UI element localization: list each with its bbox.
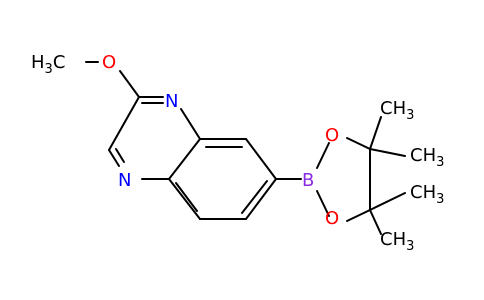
boron-label: B	[302, 170, 314, 191]
bond-oxygen-c2	[119, 70, 140, 98]
methoxy-methyl-label: H3C	[31, 52, 65, 77]
bond-o-upper-c	[346, 137, 371, 150]
methyl-label-bottom: CH3	[380, 229, 414, 254]
bond-c-lower-methyl-right	[369, 192, 406, 211]
methyl-bottom-main: CH	[380, 229, 406, 250]
bond-c2-c3	[108, 96, 140, 151]
bond-c7-c6-inner	[241, 180, 268, 214]
methyl-label-top: CH3	[380, 98, 414, 123]
bond-c5-c4a	[168, 178, 201, 220]
bond-boron-o-lower	[316, 190, 330, 217]
methoxy-oxygen-label: O	[102, 52, 116, 73]
methoxy-h: H	[31, 52, 45, 73]
oxygen-lower-label: O	[325, 208, 339, 229]
bond-layer	[85, 61, 406, 235]
methyl-upper-right-main: CH	[410, 145, 436, 166]
methoxy-h-subscript: 3	[45, 62, 53, 77]
methoxy-c: C	[53, 52, 66, 73]
methyl-bottom-subscript: 3	[406, 239, 414, 254]
bond-c-upper-methyl-up	[369, 116, 382, 150]
nitrogen-upper-label: N	[165, 91, 178, 112]
bond-c8a-c4a	[168, 138, 201, 180]
methyl-lower-right-main: CH	[410, 182, 436, 203]
methyl-lower-right-subscript: 3	[436, 192, 444, 207]
bond-c-upper-methyl-right	[369, 148, 406, 157]
label-layer: H3C O N N B O O CH3 CH3 CH3 CH3	[31, 52, 444, 254]
bond-c7-c6	[245, 178, 277, 220]
bond-c8-c7	[245, 138, 277, 180]
methyl-label-upper-right: CH3	[410, 145, 444, 170]
bond-c-lower-methyl-down	[369, 209, 382, 235]
bond-c3-n4-double	[115, 148, 125, 163]
methyl-top-subscript: 3	[406, 108, 414, 123]
oxygen-upper-label: O	[325, 125, 339, 146]
bond-o-lower-c	[346, 209, 371, 222]
bond-n1-c8a	[180, 108, 201, 140]
bond-boron-o-upper	[316, 142, 330, 169]
methyl-top-main: CH	[380, 98, 406, 119]
methyl-upper-right-subscript: 3	[436, 155, 444, 170]
nitrogen-lower-label: N	[118, 170, 131, 191]
bond-c5-c4a-inner	[175, 182, 198, 212]
bond-c3-n4	[108, 149, 120, 167]
methyl-label-lower-right: CH3	[410, 182, 444, 207]
